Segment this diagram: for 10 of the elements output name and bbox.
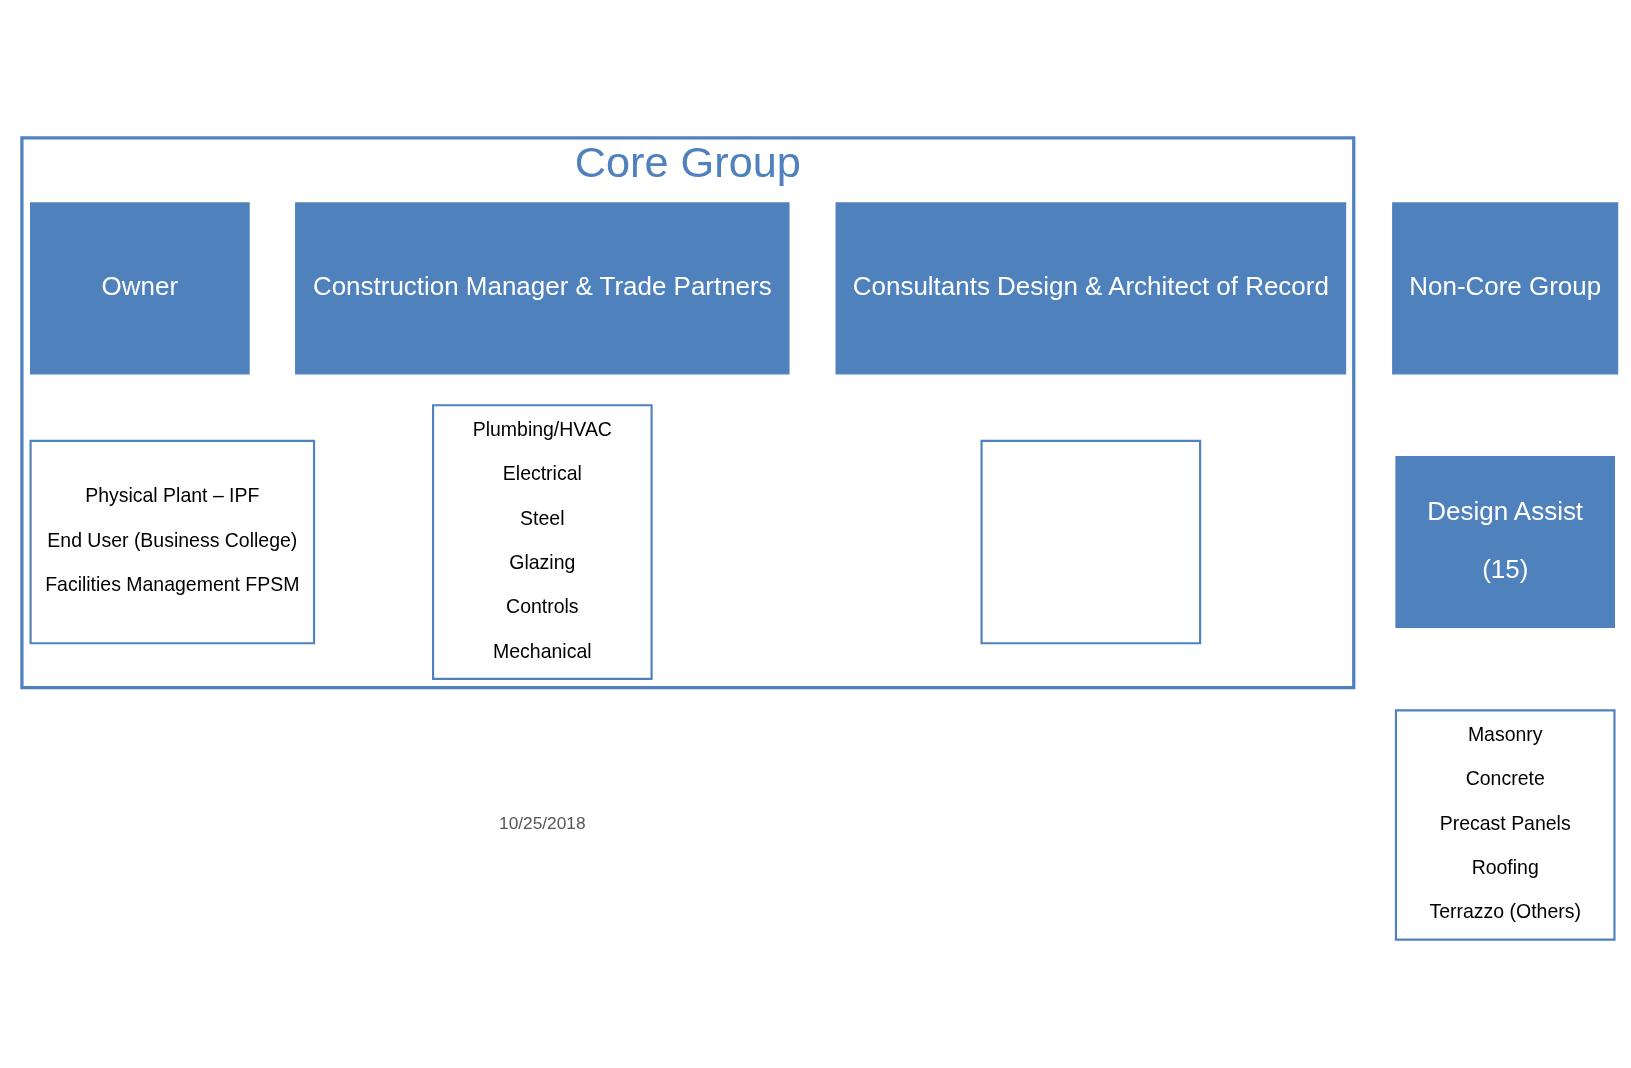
node-box: Masonry Concrete Precast Panels Roofing Terrazzo (Others) (1394, 708, 1616, 941)
node-box: Non-Core Group (1392, 201, 1619, 374)
node-box (980, 439, 1202, 644)
node-box: Consultants Design & Architect of Record (835, 201, 1347, 374)
node-box: Design Assist (15) (1395, 455, 1615, 628)
node-box: Owner (30, 201, 250, 374)
node-box: Physical Plant – IPF End User (Business College) Facilities Management FPSM (29, 439, 316, 644)
label: 10/25/2018 (499, 812, 586, 833)
node-box: Construction Manager & Trade Partners (295, 201, 790, 374)
node-box: Plumbing/HVAC Electrical Steel Glazing Controls Mechanical (431, 403, 653, 680)
